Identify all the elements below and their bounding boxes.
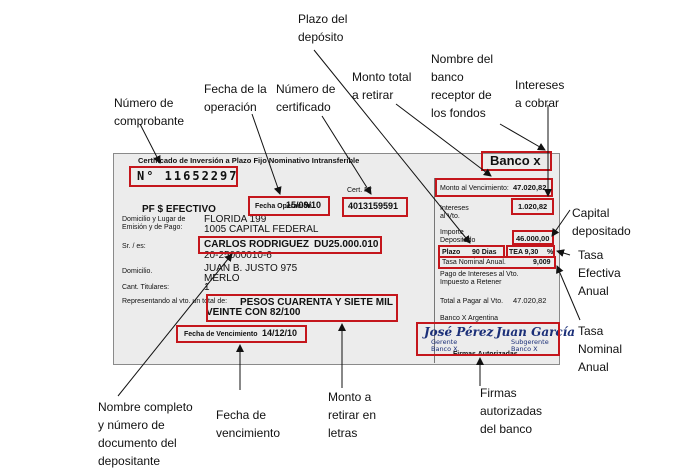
depositor-name: CARLOS RODRIGUEZ — [204, 239, 309, 250]
titulares-value: 1 — [204, 282, 210, 293]
interest-value: 1.020,82 — [518, 202, 548, 211]
titulares-label: Cant. Titulares: — [122, 284, 170, 291]
maturity-date-label: Fecha de Vencimiento — [184, 331, 258, 338]
highlight-cert-number — [342, 197, 408, 217]
term-value: 90 Dias — [472, 249, 497, 256]
representando-label: Representando al vto. un total de: — [122, 298, 228, 305]
depositor-cuit: 20-25000010-6 — [204, 250, 272, 261]
bank-argentina: Banco X Argentina — [440, 315, 498, 322]
domicilio-line-2: 1005 CAPITAL FEDERAL — [204, 224, 319, 235]
tea-value: TEA 9,30 — [509, 249, 539, 256]
arrow-receipt-number — [139, 123, 161, 164]
highlight-deposit — [512, 230, 554, 245]
arrow-bank-name — [499, 123, 546, 151]
signature-1: José Pérez — [424, 325, 494, 339]
signature-2: Juan García — [496, 325, 576, 339]
operation-date-value: 15/09/10 — [286, 200, 322, 210]
arrow-deposit — [551, 209, 571, 237]
maturity-amount-value: 47.020,82 — [513, 183, 547, 192]
arrow-tea — [556, 249, 571, 257]
highlight-interest — [511, 198, 554, 215]
signature-1-role: Gerente — [431, 338, 458, 346]
highlight-depositor — [198, 236, 382, 254]
term-label: Plazo — [442, 249, 461, 256]
certificate — [113, 153, 560, 365]
arrow-term — [313, 49, 471, 244]
tna-value: 9,009 — [533, 259, 551, 266]
arrow-cert-number — [321, 115, 372, 195]
signature-2-role: Subgerente — [511, 338, 549, 346]
total-value: 47.020,82 — [513, 296, 547, 305]
interest-payment-line-2: Impuesto a Retener — [440, 279, 502, 286]
domicilio2-label: Domicilio. — [122, 268, 153, 275]
interest-label-1: Intereses — [440, 205, 469, 212]
highlight-maturity-amount — [435, 178, 553, 197]
amount-words-line-2: VEINTE CON 82/100 — [206, 307, 301, 318]
highlight-receipt-number — [129, 166, 238, 187]
arrow-tna — [556, 265, 581, 321]
highlight-bank-name — [481, 151, 552, 171]
tna-label: Tasa Nominal Anual. — [442, 259, 506, 266]
bank-name: Banco x — [490, 153, 541, 168]
maturity-amount-label: Monto al Vencimiento: — [440, 185, 509, 192]
pf-label: PF $ EFECTIVO — [142, 204, 216, 215]
domicilio2-line-2: MERLO — [204, 273, 240, 284]
certificate-title: Certificado de Inversión a Plazo Fijo No… — [138, 156, 360, 165]
highlight-amount-words — [206, 294, 398, 322]
domicilio-line-1: FLORIDA 199 — [204, 214, 267, 225]
depositor-document: DU25.000.010 — [314, 239, 379, 250]
highlight-signatures — [416, 322, 560, 356]
total-label: Total a Pagar al Vto. — [440, 298, 504, 305]
arrow-depositor — [117, 253, 233, 397]
highlight-operation-date — [248, 196, 330, 216]
highlight-tna — [438, 256, 556, 269]
deposit-label-2: Depositado — [440, 237, 476, 244]
tea-unit: % — [547, 249, 554, 256]
highlight-maturity-date — [176, 325, 307, 343]
operation-date-label: Fecha Operación — [255, 203, 312, 210]
domicilio-label: Domicilio y Lugar de Emisión y de Pago: — [122, 216, 186, 231]
domicilio2-line-1: JUAN B. JUSTO 975 — [204, 263, 298, 274]
sr-label: Sr. / es: — [122, 243, 146, 250]
maturity-date-value: 14/12/10 — [262, 328, 298, 338]
interest-payment-line-1: Pago de Intereses al Vto. — [440, 271, 519, 278]
amount-words-line-1: PESOS CUARENTA Y SIETE MIL — [240, 297, 393, 308]
cert-number-label: Cert. N° — [347, 187, 372, 194]
deposit-label-1: Importe — [440, 229, 464, 236]
cert-number-value: 4013159591 — [348, 201, 399, 211]
receipt-number: N° 11652297 — [137, 169, 239, 183]
arrow-operation-date — [251, 113, 282, 195]
signature-2-bank: Banco X — [511, 345, 538, 353]
interest-label-2: al Vto. — [440, 213, 460, 220]
certificate-divider — [434, 178, 435, 363]
arrow-monto-total — [395, 103, 492, 177]
signature-1-bank: Banco X — [431, 345, 458, 353]
deposit-value: 46.000,00 — [516, 234, 550, 243]
